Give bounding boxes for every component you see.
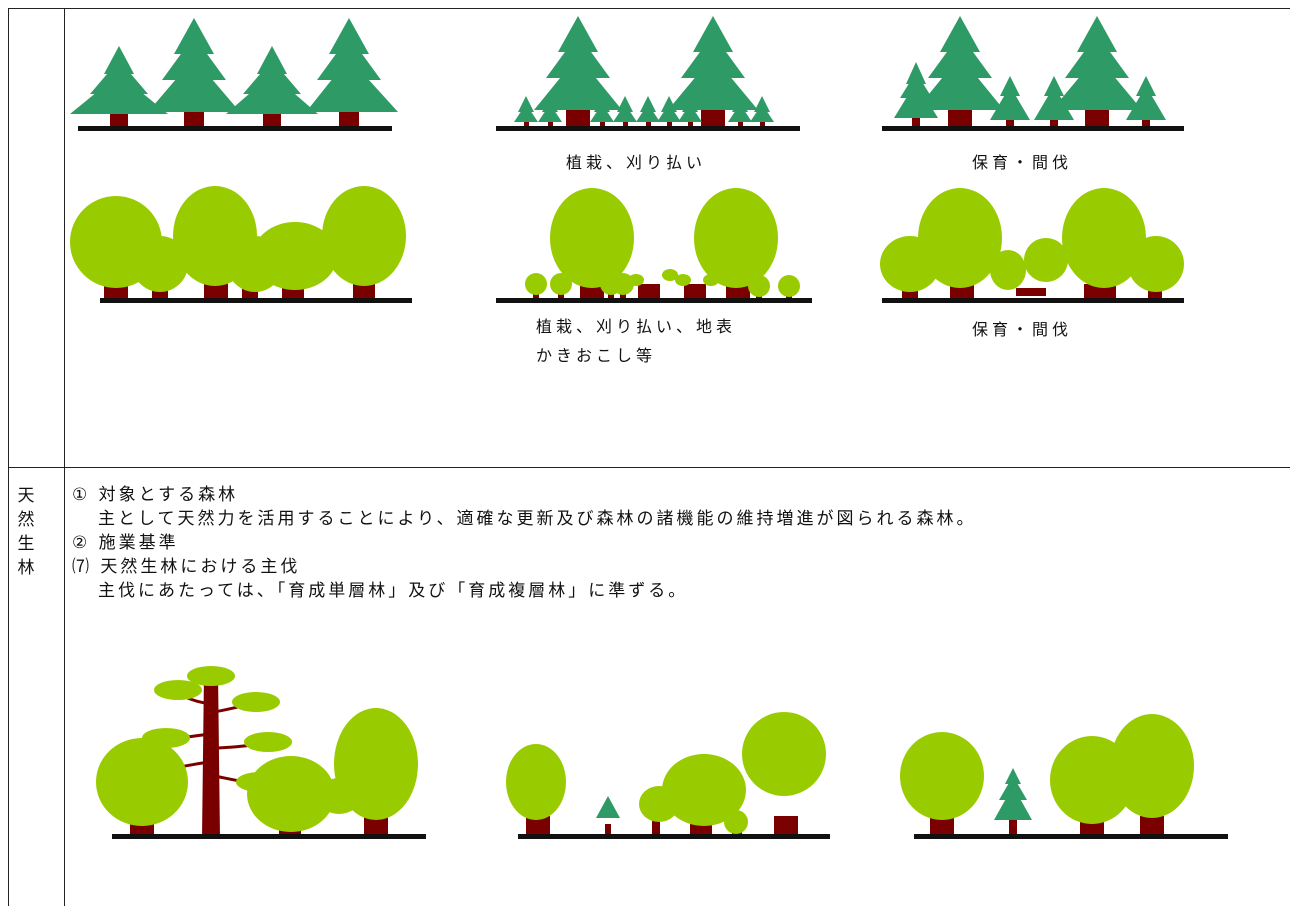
natural-forest-mature-illustration	[900, 714, 1228, 839]
row-label-char-1: 天	[17, 486, 35, 506]
table-top-rule	[8, 8, 1290, 9]
broadleaf-forest-unmanaged-illustration	[70, 186, 412, 303]
row-label-natural-forest: 天 然 生 林	[14, 484, 38, 580]
conifer-forest-unmanaged-illustration	[70, 18, 398, 131]
row-label-char-3: 生	[17, 534, 35, 554]
conifer-forest-planting-illustration	[496, 16, 800, 131]
caption-multi-layer-planting-line1: 植栽、刈り払い、地表	[536, 317, 737, 336]
table-row-rule	[8, 467, 1290, 468]
row-label-char-4: 林	[17, 558, 35, 578]
caption-multi-layer-care: 保育・間伐	[972, 320, 1073, 339]
item2-sub-heading: ⑺ 天然生林における主伐	[72, 557, 301, 577]
item2-heading: ② 施業基準	[72, 533, 179, 553]
caption-single-layer-care: 保育・間伐	[972, 153, 1073, 172]
natural-forest-pine-illustration	[96, 666, 426, 839]
item2-sub-body: 主伐にあたっては、「育成単層林」及び「育成複層林」に準ずる。	[98, 581, 689, 601]
row-label-char-2: 然	[17, 510, 35, 530]
table-left-rule	[8, 8, 9, 906]
item1-body: 主として天然力を活用することにより、適確な更新及び森林の諸機能の維持増進が図られ…	[98, 509, 977, 529]
conifer-forest-thinning-illustration	[882, 16, 1184, 131]
broadleaf-forest-planting-illustration	[496, 188, 812, 303]
table-column-rule	[64, 8, 65, 906]
caption-multi-layer-planting-line2: かきおこし等	[536, 346, 657, 365]
natural-forest-mixed-illustration	[506, 712, 830, 839]
broadleaf-forest-thinning-illustration	[880, 188, 1184, 303]
caption-single-layer-planting: 植栽、刈り払い	[566, 153, 707, 172]
item1-heading: ① 対象とする森林	[72, 485, 239, 505]
